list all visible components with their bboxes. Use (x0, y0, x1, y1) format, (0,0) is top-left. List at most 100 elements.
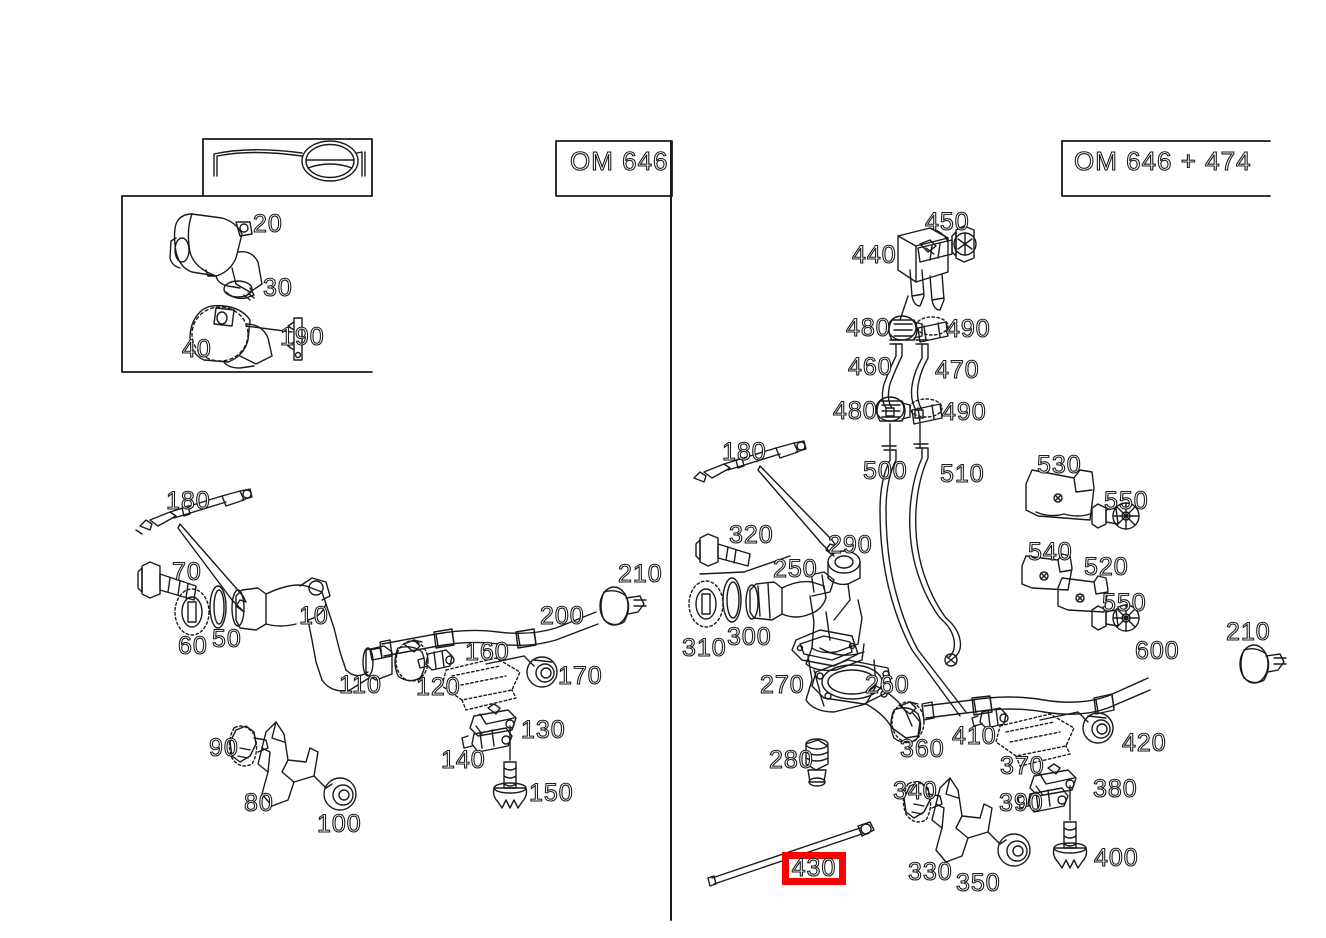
part-540-shape (1021, 553, 1073, 591)
part-label-110: 110 (338, 671, 382, 699)
highlighted-part-430[interactable]: 430 (782, 852, 846, 885)
part-label-550-lower: 550 (1101, 589, 1147, 617)
part-label-180-right: 180 (721, 438, 767, 466)
part-450-shape (917, 225, 977, 263)
part-label-90: 90 (208, 734, 239, 762)
part-60-shape (174, 588, 210, 636)
part-420-shape (1082, 712, 1114, 744)
part-280-shape (805, 738, 829, 787)
part-label-320: 320 (728, 521, 774, 549)
part-label-430: 430 (791, 854, 837, 882)
part-label-450: 450 (924, 208, 970, 236)
part-label-50: 50 (211, 625, 242, 653)
part-380-shape (1029, 763, 1077, 821)
part-290-shape (827, 550, 861, 621)
leader-370-420 (1039, 711, 1089, 723)
part-360-shape (890, 701, 925, 744)
part-label-120: 120 (415, 673, 461, 701)
pointer-arrow-right (757, 465, 837, 557)
part-210-left-shape (599, 586, 647, 626)
part-160-shape (417, 649, 455, 671)
part-30-shape (223, 280, 255, 301)
part-label-200: 200 (539, 602, 585, 630)
part-label-190: 190 (279, 323, 325, 351)
part-340-shape (902, 781, 943, 823)
part-120-shape (441, 657, 521, 711)
part-label-550-upper: 550 (1103, 487, 1149, 515)
part-label-410: 410 (951, 722, 997, 750)
part-label-480-lower: 480 (832, 397, 878, 425)
part-label-260: 260 (864, 671, 910, 699)
part-label-280: 280 (768, 746, 814, 774)
part-300-shape (722, 577, 742, 623)
part-350-shape (997, 833, 1031, 867)
part-270-260-shape (791, 595, 921, 739)
part-label-140: 140 (440, 746, 486, 774)
part-150-shape (492, 761, 528, 809)
part-550-upper (1091, 502, 1140, 530)
part-110-shape (394, 639, 429, 682)
part-label-350: 350 (955, 869, 1001, 897)
part-70-shape (137, 561, 197, 601)
part-20-shape (169, 213, 263, 293)
part-label-400: 400 (1093, 844, 1139, 872)
part-10-shape (231, 577, 393, 692)
part-label-530: 530 (1036, 451, 1082, 479)
part-label-420: 420 (1121, 729, 1167, 757)
part-label-500: 500 (862, 457, 908, 485)
part-label-300: 300 (726, 623, 772, 651)
part-label-510: 510 (939, 460, 985, 488)
part-480-lower (875, 396, 911, 422)
part-label-170: 170 (557, 662, 603, 690)
leader-440-480 (899, 295, 909, 321)
part-label-210-left: 210 (617, 560, 663, 588)
part-label-440: 440 (851, 241, 897, 269)
part-label-460: 460 (847, 353, 893, 381)
part-180-right (693, 440, 807, 483)
part-label-100: 100 (316, 810, 362, 838)
part-190-shape (245, 317, 303, 361)
part-label-70: 70 (171, 558, 202, 586)
steering-wheel-icon (213, 140, 366, 182)
part-170-shape (526, 656, 558, 688)
part-210-right-shape (1239, 644, 1287, 684)
part-label-600: 600 (1134, 637, 1180, 665)
part-440-shape (897, 227, 949, 311)
leader-320-250 (699, 555, 791, 575)
part-200-hose (379, 611, 599, 659)
header-om646-474: OM 646 + 474 (1073, 146, 1252, 176)
part-label-330: 330 (907, 858, 953, 886)
part-410-shape (971, 707, 1009, 729)
part-520-shape (1057, 575, 1109, 613)
part-label-80: 80 (243, 789, 274, 817)
part-label-180-left: 180 (165, 487, 211, 515)
part-140-shape (461, 727, 513, 753)
part-label-480-upper: 480 (845, 314, 891, 342)
part-label-290: 290 (827, 531, 873, 559)
part-label-490-lower: 490 (941, 398, 987, 426)
part-label-340: 340 (892, 777, 938, 805)
part-label-10: 10 (298, 602, 329, 630)
part-label-20: 20 (252, 210, 283, 238)
part-320-shape (695, 533, 751, 567)
part-label-250: 250 (772, 555, 818, 583)
part-label-490-upper: 490 (945, 315, 991, 343)
part-50-shape (209, 585, 227, 629)
part-400-shape (1052, 821, 1088, 869)
part-530-shape (1025, 469, 1095, 521)
part-130-shape (469, 703, 517, 761)
part-510-shape (909, 443, 962, 667)
part-label-310: 310 (681, 634, 727, 662)
part-180-left (135, 488, 253, 535)
header-om646: OM 646 (569, 146, 669, 176)
part-470-shape (910, 339, 929, 419)
part-label-540: 540 (1027, 538, 1073, 566)
part-490-lower (909, 398, 943, 425)
part-550-lower (1091, 604, 1140, 632)
part-250-shape (745, 571, 835, 621)
part-label-520: 520 (1083, 553, 1129, 581)
part-460-shape (881, 339, 903, 417)
part-label-270: 270 (759, 671, 805, 699)
